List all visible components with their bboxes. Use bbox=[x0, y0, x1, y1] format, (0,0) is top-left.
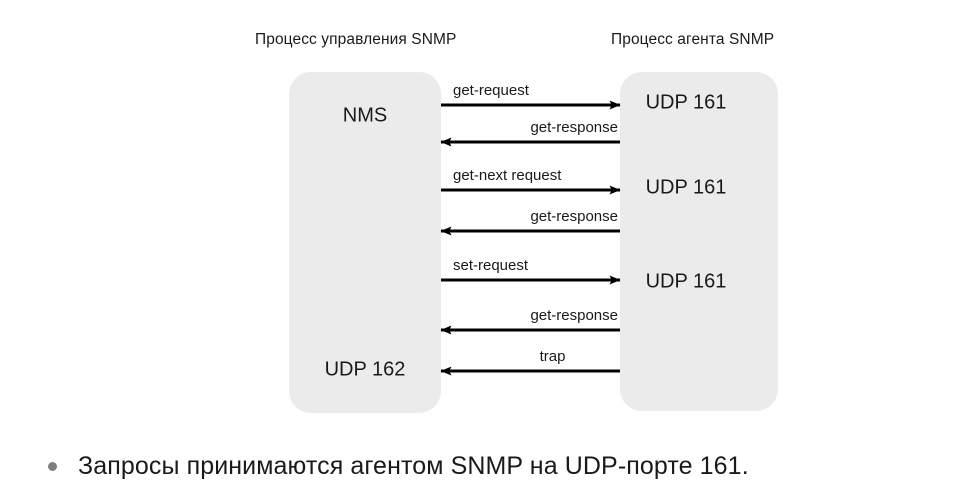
agent-process-box-label: UDP 161 bbox=[645, 270, 727, 293]
management-process-box-label: NMS bbox=[342, 104, 388, 127]
message-label: set-request bbox=[453, 257, 529, 274]
management-process-box-label: UDP 162 bbox=[324, 358, 406, 381]
bullet-row: Запросы принимаются агентом SNMP на UDP-… bbox=[48, 452, 749, 481]
bullet-dot-icon bbox=[48, 462, 57, 471]
message-label: get-next request bbox=[453, 167, 562, 184]
message-label: get-request bbox=[453, 82, 529, 99]
message-label: get-response bbox=[530, 307, 618, 324]
agent-process-box-label: UDP 161 bbox=[645, 91, 727, 114]
bullet-text: Запросы принимаются агентом SNMP на UDP-… bbox=[78, 452, 749, 480]
agent-process-header: Процесс агента SNMP bbox=[611, 31, 775, 48]
message-label: get-response bbox=[530, 208, 618, 225]
message-label: trap bbox=[539, 348, 566, 365]
management-process-box bbox=[289, 72, 441, 413]
management-process-header: Процесс управления SNMP bbox=[255, 31, 457, 48]
message-label: get-response bbox=[530, 119, 618, 136]
agent-process-box-label: UDP 161 bbox=[645, 176, 727, 199]
agent-process-box bbox=[620, 72, 778, 411]
